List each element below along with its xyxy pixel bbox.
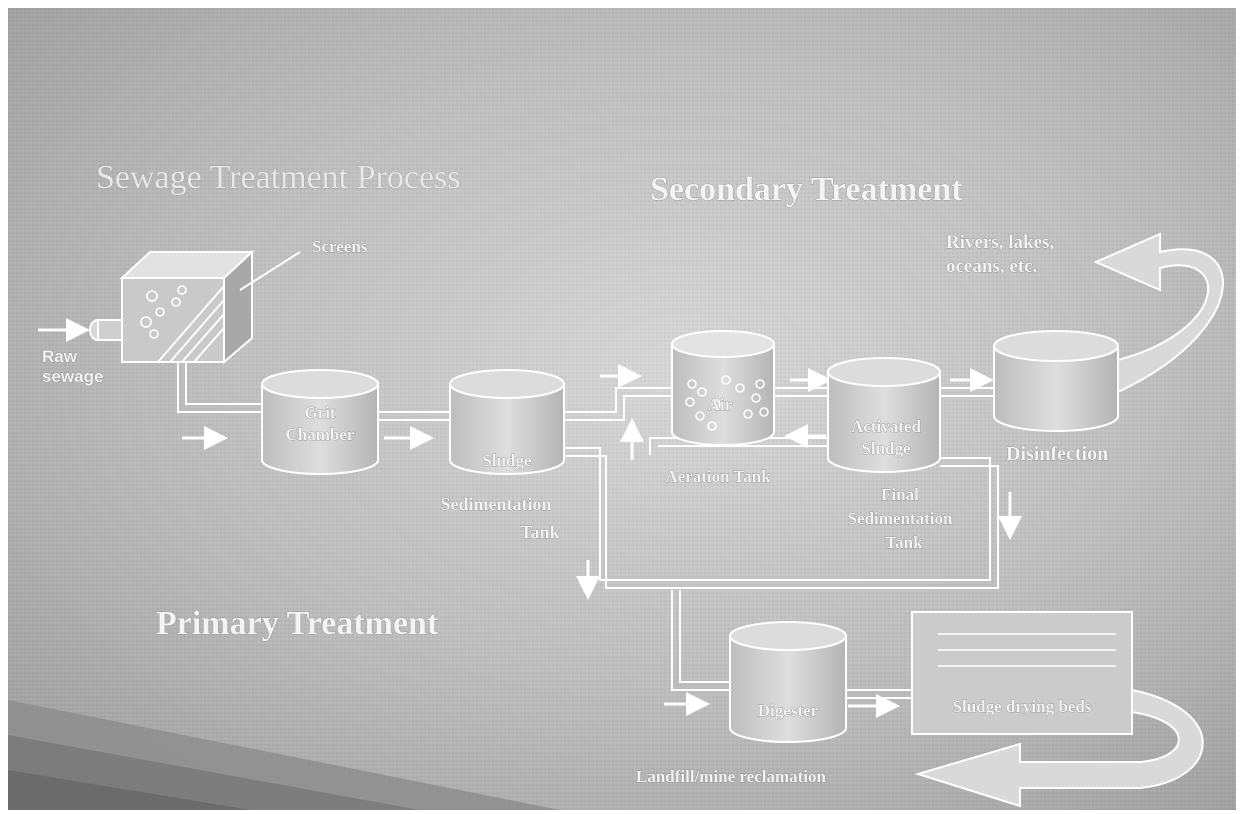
sedimentation-label-2: Tank: [520, 522, 559, 542]
final-label-2: Sedimentation: [848, 509, 953, 528]
aeration-tank-label: Aeration Tank: [665, 467, 771, 486]
activated-label-1: Activated: [851, 417, 921, 436]
disinfection-label: Disinfection: [1006, 443, 1108, 465]
sedimentation-label-1: Sedimentation: [440, 494, 551, 514]
sludge-label: Sludge: [482, 451, 532, 470]
screens-unit: [89, 249, 301, 365]
drying-beds-label: Sludge drying beds: [953, 697, 1092, 716]
grit-chamber-tank: [261, 369, 379, 475]
landfill-label: Landfill/mine reclamation: [636, 767, 827, 786]
sedimentation-tank: [449, 369, 565, 475]
secondary-treatment-label: Secondary Treatment: [650, 171, 963, 208]
rivers-label-2: oceans, etc.: [946, 256, 1037, 277]
activated-label-2: Sludge: [861, 439, 911, 458]
diagram-title: Sewage Treatment Process: [96, 159, 461, 196]
digester-label: Digester: [758, 701, 819, 720]
final-label-3: Tank: [885, 533, 923, 552]
digester-tank: [729, 621, 847, 743]
screens-label: Screens: [312, 237, 368, 256]
primary-treatment-label: Primary Treatment: [156, 605, 439, 642]
pipe-network: [177, 362, 999, 699]
discharge-arrow: [1093, 232, 1224, 394]
aeration-tank: [671, 330, 775, 446]
grit-label-2: Chamber: [286, 425, 355, 444]
disinfection-tank: [993, 330, 1119, 432]
rivers-label-1: Rivers, lakes,: [946, 232, 1054, 253]
raw-sewage-label-2: sewage: [42, 367, 103, 386]
raw-sewage-label-1: Raw: [42, 347, 78, 366]
final-label-1: Final: [881, 485, 919, 504]
final-sedimentation-tank: [827, 357, 941, 473]
air-label: Air: [708, 395, 733, 414]
flow-arrows: [38, 318, 1022, 718]
landfill-arrow: [914, 688, 1204, 808]
sludge-drying-beds: [911, 611, 1133, 735]
grit-label-1: Grit: [304, 403, 335, 422]
